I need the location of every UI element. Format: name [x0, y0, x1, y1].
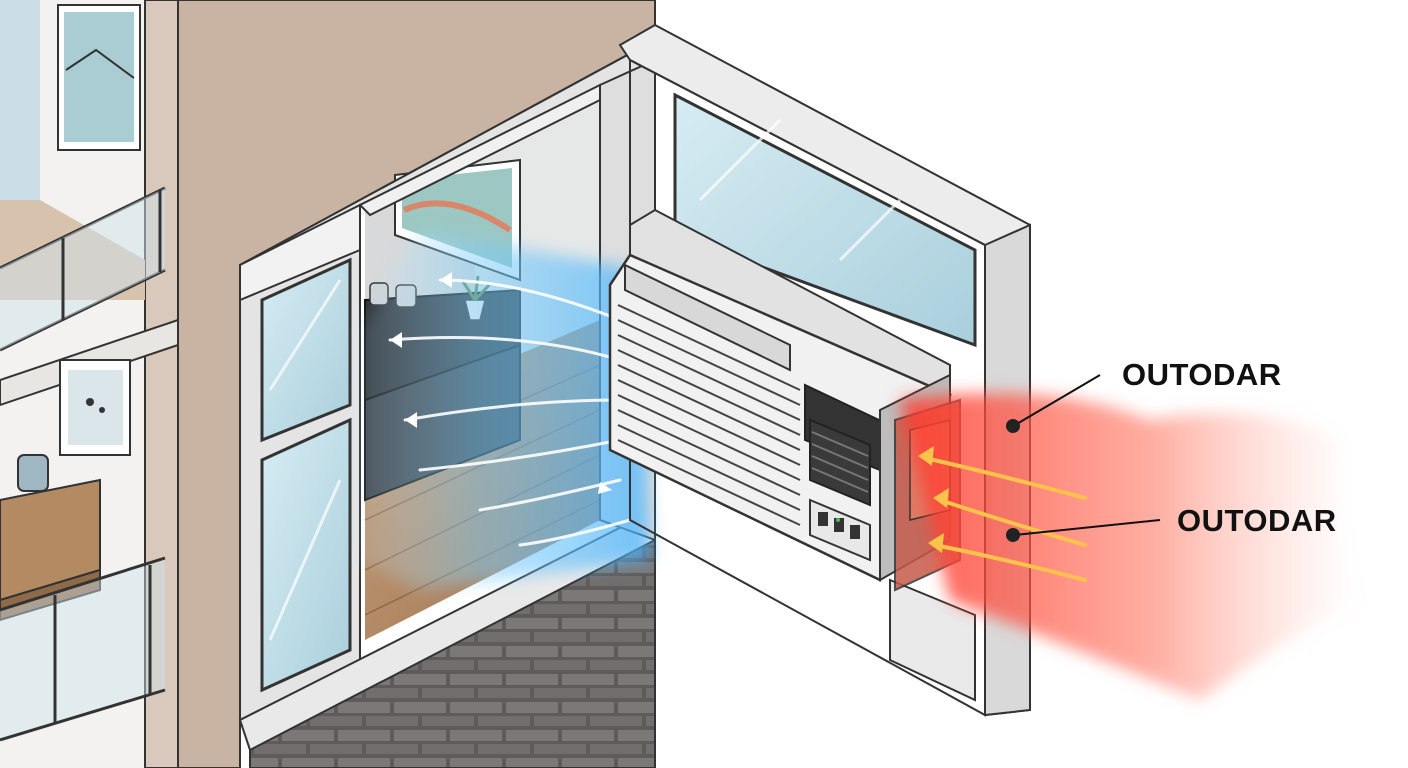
wall-picture-upper	[57, 4, 141, 151]
callout-leader-lower	[1006, 519, 1161, 542]
hot-exhaust-airflow	[900, 393, 1360, 700]
left-building-facade	[0, 0, 179, 768]
wall-picture-middle	[59, 359, 131, 456]
ac-front-louvers	[617, 304, 801, 526]
callout-label-lower: OUTODAR	[1177, 503, 1337, 538]
callout-leader-upper	[1006, 374, 1101, 433]
cool-airflow	[360, 230, 650, 590]
balcony-railing-lower	[0, 556, 166, 742]
ac-control-panel	[809, 498, 871, 562]
balcony-railing-upper	[0, 186, 166, 352]
ac-side-vent	[809, 418, 871, 507]
callout-label-upper: OUTODAR	[1122, 357, 1282, 392]
